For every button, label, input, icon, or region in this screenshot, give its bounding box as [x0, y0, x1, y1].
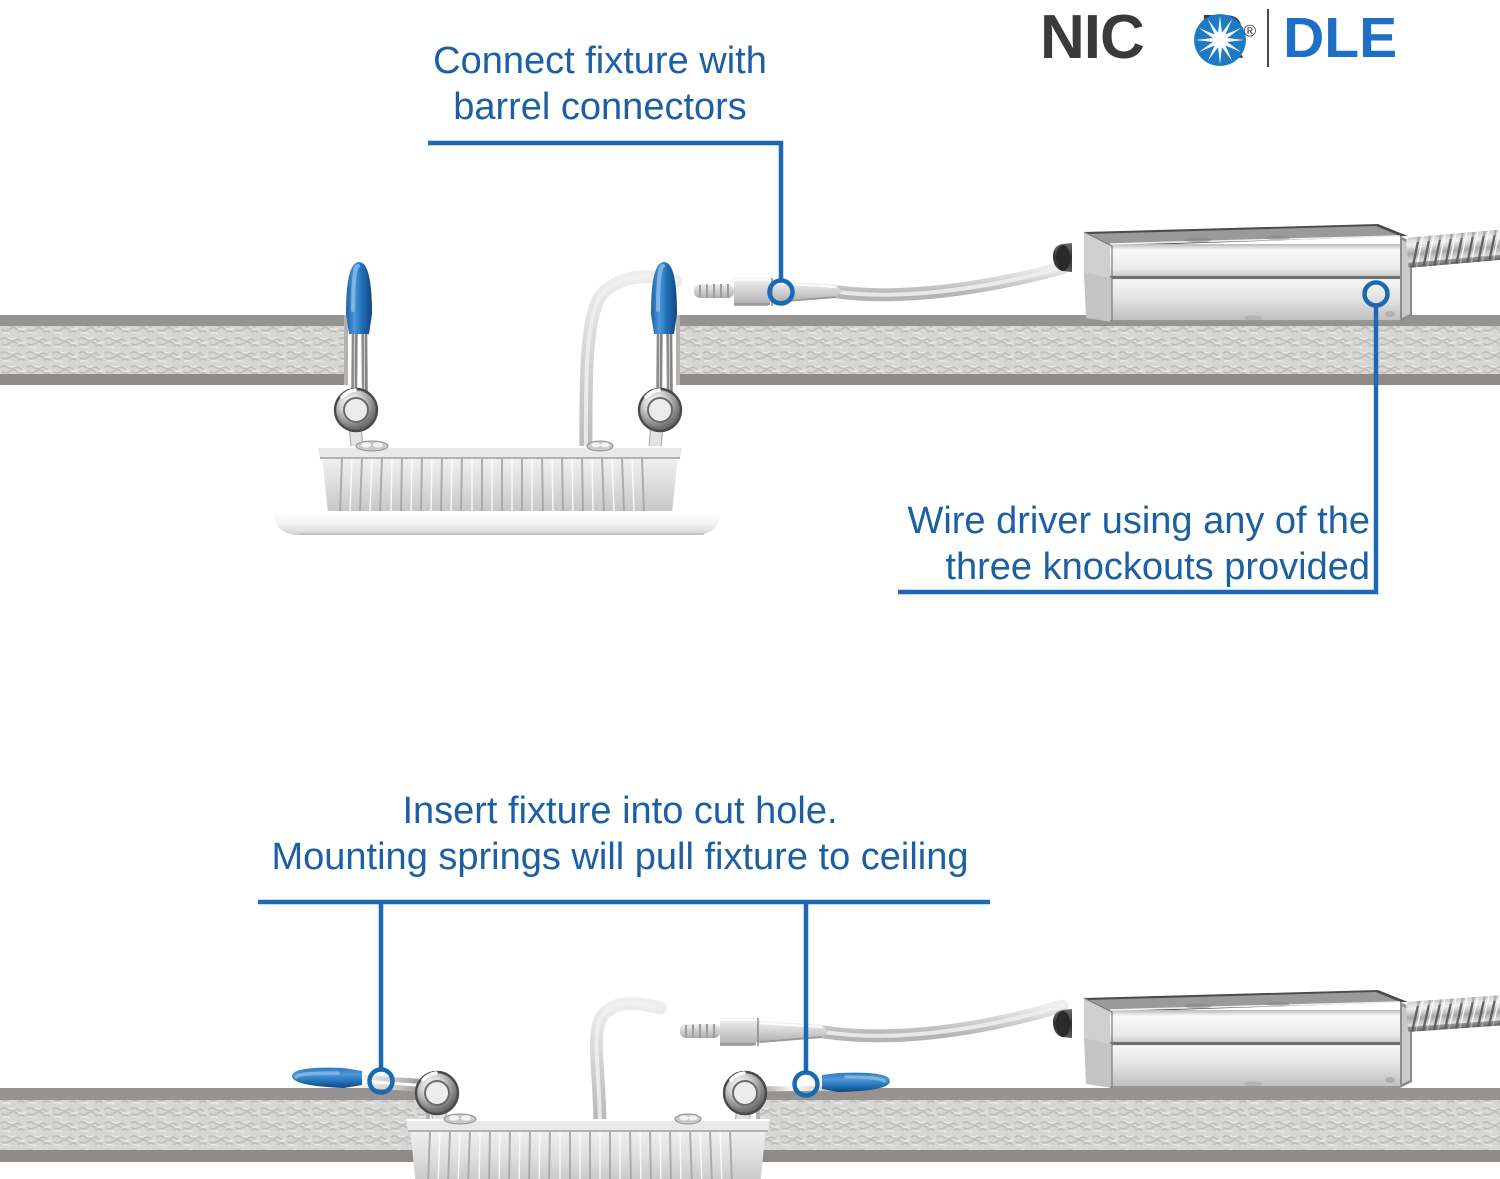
led-driver-top [1052, 223, 1413, 323]
brand-name-text-part1: NIC [1040, 3, 1145, 72]
recessed-fixture-top [272, 409, 722, 537]
sub-brand-name: DLE [1283, 5, 1398, 70]
logo-divider [1267, 9, 1270, 67]
driver-wire-top [831, 261, 1069, 302]
mounting-spring-left-top [346, 262, 372, 412]
ceiling-cross-section-bottom-right [756, 1088, 1500, 1162]
marker-mounting-spring-left [367, 1067, 395, 1095]
led-driver-bottom [1052, 989, 1413, 1089]
spring-hinge-left-top [333, 387, 379, 433]
callout-insert-fixture: Insert fixture into cut hole. Mounting s… [235, 788, 1005, 881]
barrel-connector-bottom [678, 1016, 830, 1048]
callout-insert-fixture-line1: Insert fixture into cut hole. [402, 790, 838, 832]
fixture-wire-top [579, 270, 683, 477]
mounting-spring-right-top [651, 262, 677, 412]
callout-connect-fixture: Connect fixture with barrel connectors [400, 38, 800, 131]
callout-wire-driver: Wire driver using any of the three knock… [860, 498, 1370, 591]
brand-logo: NICR® [1040, 4, 1480, 72]
cut-hole-opening-top [348, 315, 676, 385]
driver-wire-bottom [817, 999, 1069, 1043]
marker-mounting-spring-right [792, 1070, 820, 1098]
callout-connect-fixture-line2: barrel connectors [453, 86, 747, 129]
marker-barrel-connector [767, 278, 795, 306]
brand-name: NICR® [1040, 7, 1256, 69]
mounting-spring-left-folded [292, 1067, 433, 1093]
spring-hinge-left-bottom [414, 1070, 460, 1116]
ceiling-cross-section-top-right [676, 315, 1500, 385]
spring-hinge-right-bottom [722, 1070, 768, 1116]
leader-insert-fixture [258, 899, 990, 1098]
barrel-connector-top [692, 276, 844, 308]
callout-wire-driver-line2: three knockouts provided [945, 546, 1370, 589]
callout-wire-driver-line1: Wire driver using any of the [907, 500, 1370, 542]
armored-conduit-bottom [1404, 991, 1500, 1034]
ceiling-cross-section-bottom-left [0, 1088, 430, 1162]
recessed-fixture-bottom [360, 1089, 810, 1179]
marker-driver-knockout [1362, 280, 1390, 308]
callout-connect-fixture-line1: Connect fixture with [433, 40, 767, 82]
leader-connect-fixture [428, 140, 795, 306]
registered-mark: ® [1243, 21, 1256, 41]
callout-insert-fixture-line2: Mounting springs will pull fixture to ce… [271, 836, 969, 879]
starburst-icon [1194, 14, 1246, 66]
ceiling-cross-section-top-left [0, 315, 348, 385]
mounting-spring-right-folded [749, 1072, 890, 1092]
spring-hinge-right-top [637, 387, 683, 433]
scene-bottom [0, 899, 1500, 1179]
fixture-wire-bottom [589, 997, 667, 1137]
armored-conduit-top [1404, 225, 1500, 270]
